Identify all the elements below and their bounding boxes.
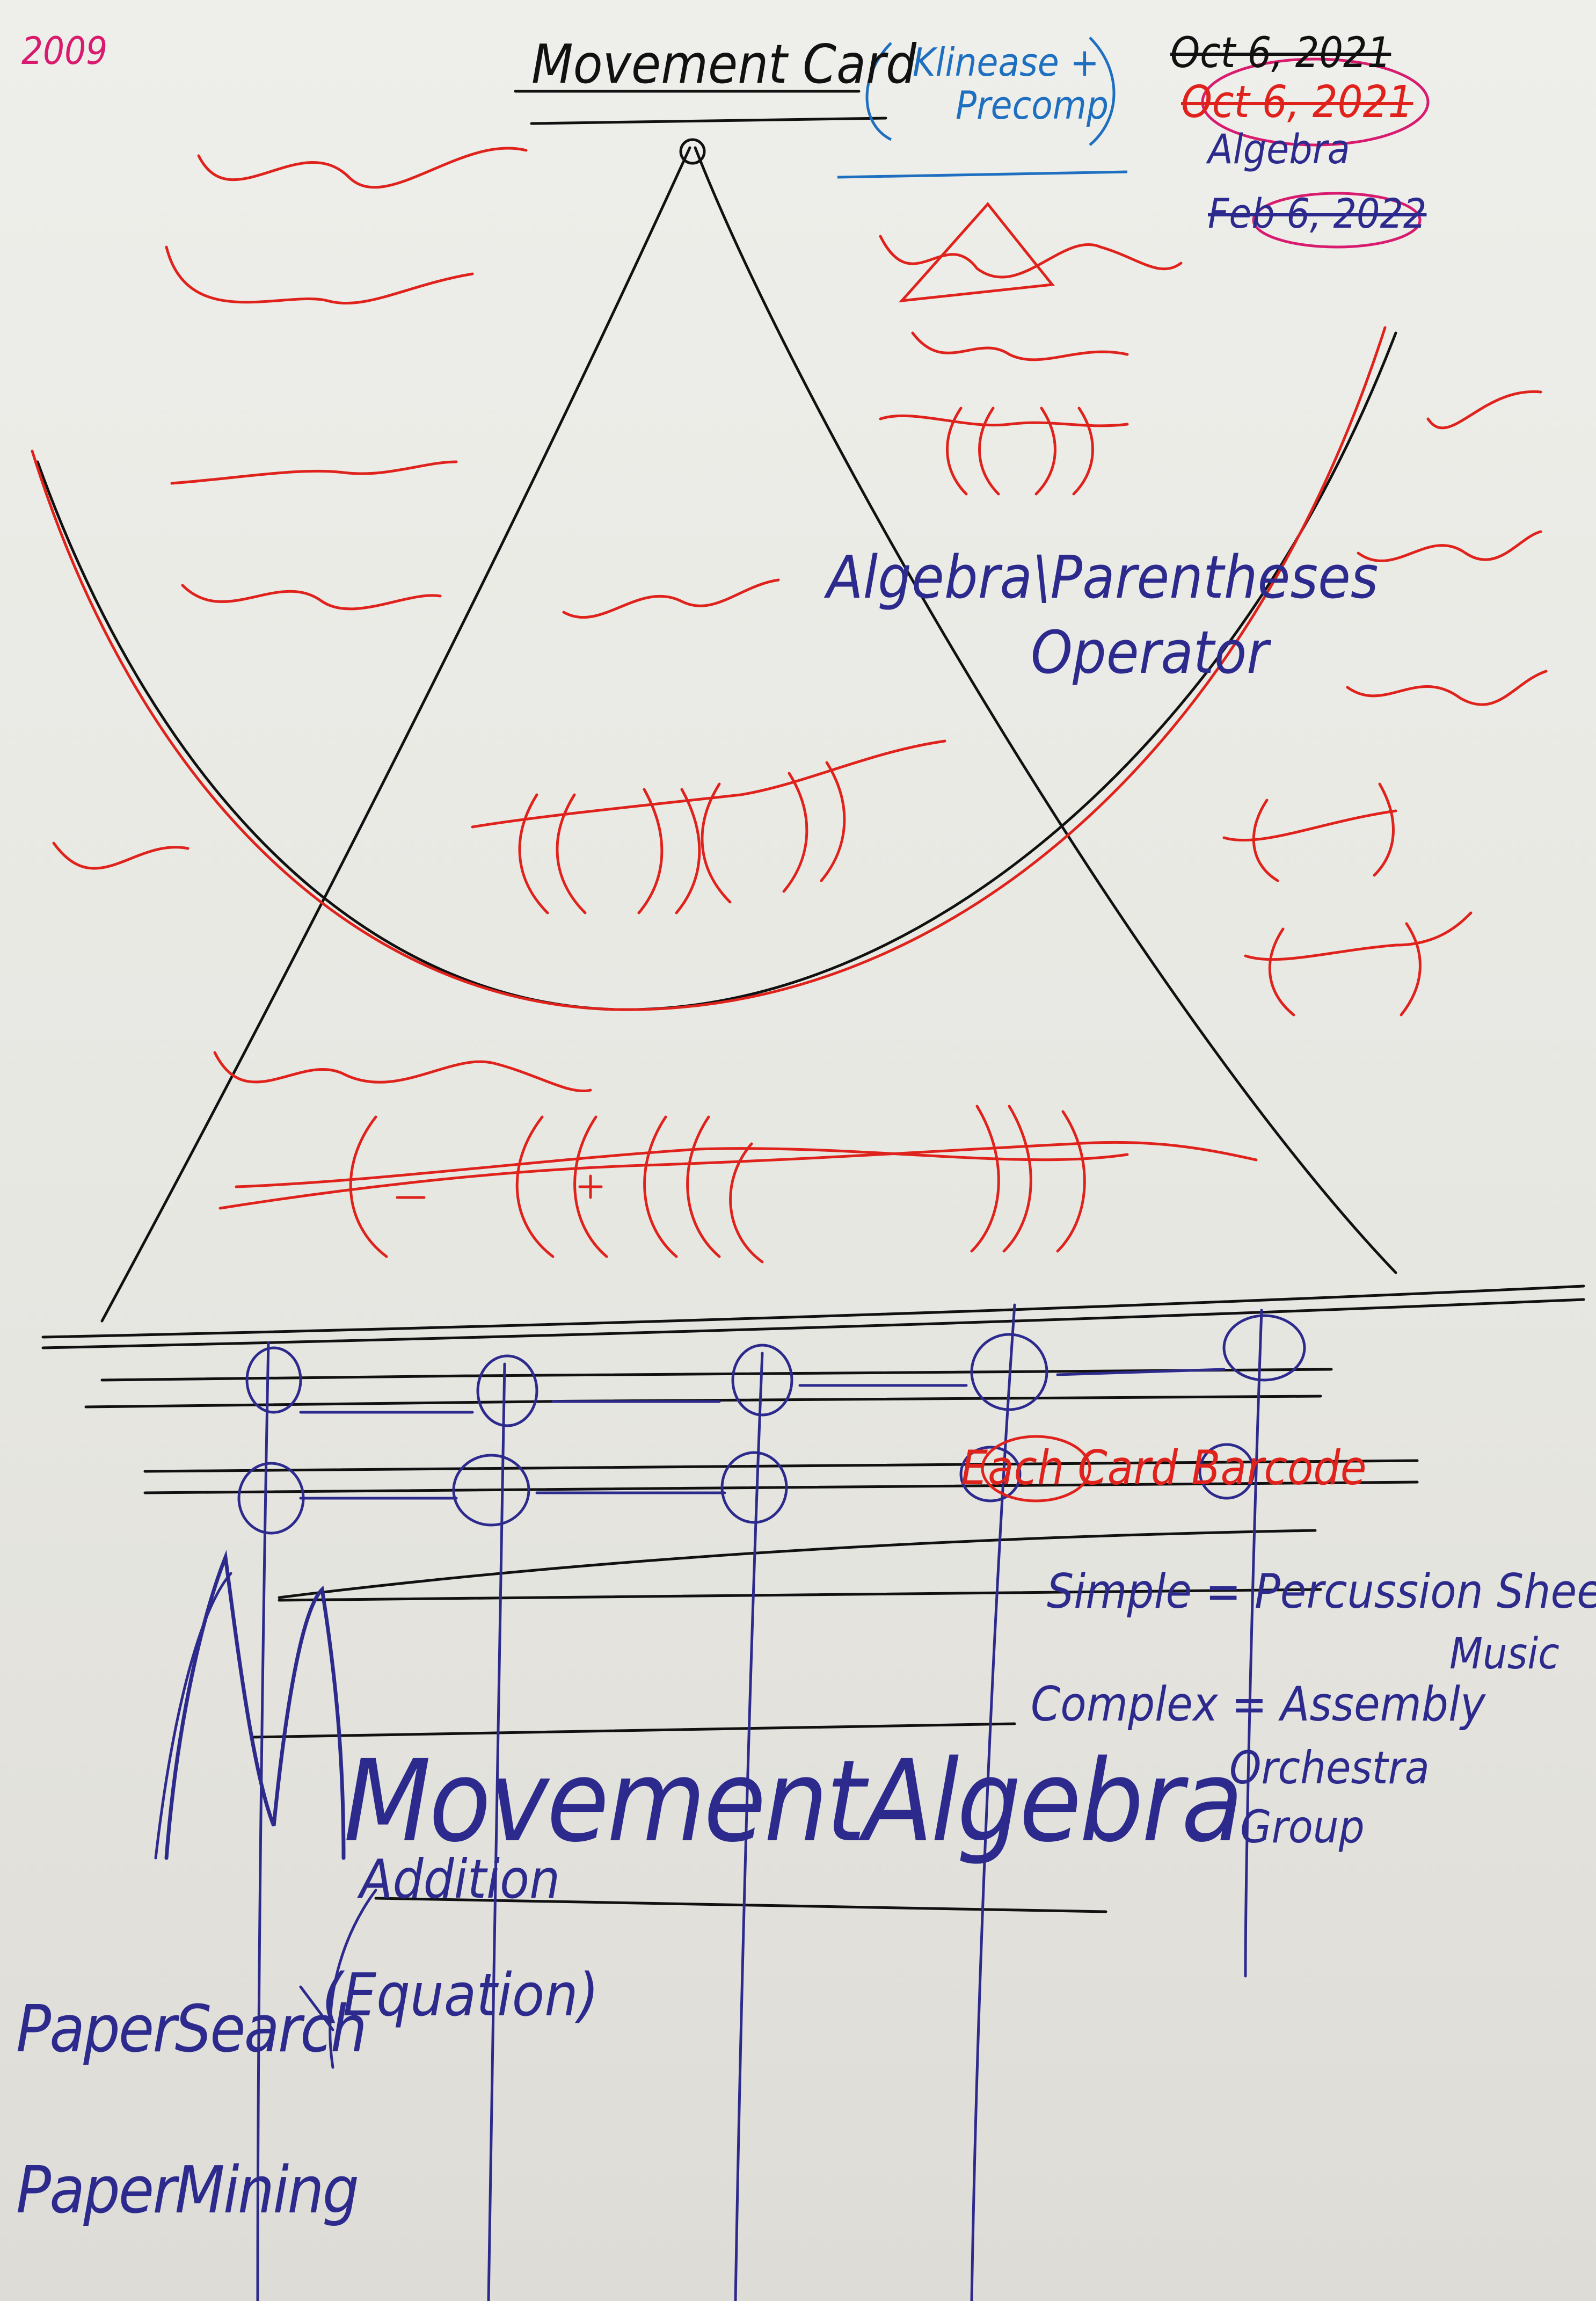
- triangle-apex-circle: [679, 138, 706, 165]
- triangle-right-side: [694, 146, 1397, 1274]
- simple-line-cont: Music: [1449, 1629, 1559, 1679]
- triangle-left-side: [100, 146, 691, 1323]
- red-ink-strokes: [31, 147, 1548, 1264]
- paper-mining-label: PaperMining: [16, 2153, 359, 2228]
- simple-line: Simple = Percussion Sheet: [1047, 1564, 1596, 1619]
- center-label-line1: Algebra\Parentheses: [827, 543, 1379, 612]
- year-note: 2009: [21, 29, 108, 73]
- blue-ink-strokes: [154, 1303, 1306, 2301]
- paper-search-label: PaperSearch: [16, 1992, 367, 2067]
- red-barcode-strokes: [981, 1435, 1091, 1502]
- date-4: Feb 6, 2022: [1208, 190, 1427, 237]
- red-u-curve: [31, 326, 1387, 1011]
- main-heading: MovementAlgebra: [344, 1736, 1243, 1867]
- date-2: Oct 6, 2021: [1181, 77, 1413, 128]
- center-label-line2: Operator: [1031, 618, 1269, 687]
- equation-label: (Equation): [322, 1961, 599, 2029]
- divider-line-2: [41, 1298, 1585, 1349]
- date-1: Oct 6, 2021: [1170, 29, 1391, 77]
- complex-line-cont2: Group: [1240, 1801, 1365, 1853]
- addition-label: Addition: [360, 1848, 560, 1911]
- complex-line: Complex = Assembly: [1031, 1676, 1485, 1732]
- date-3-label: Algebra: [1208, 125, 1350, 173]
- title-note-line2: Precomp: [956, 83, 1109, 128]
- title-note-line1: Klinease +: [913, 40, 1099, 85]
- divider-line-1: [41, 1284, 1585, 1339]
- pink-ovals: [1201, 57, 1430, 249]
- light-blue-strokes: [837, 37, 1128, 179]
- black-ink-strokes: [36, 90, 1585, 1913]
- complex-line-cont1: Orchestra: [1229, 1741, 1430, 1794]
- each-card-barcode-label: Each Card Barcode: [961, 1440, 1367, 1496]
- page-title: Movement Card: [531, 33, 917, 96]
